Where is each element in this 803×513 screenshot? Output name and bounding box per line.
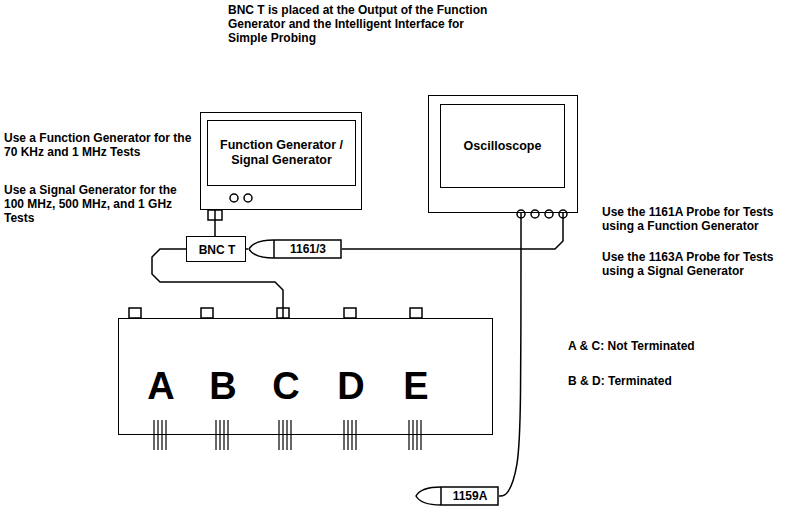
board-connector	[201, 308, 213, 318]
function-generator: Function Generator / Signal Generator	[200, 112, 362, 210]
cable	[342, 213, 563, 249]
cable	[152, 249, 283, 318]
node-label: Oscilloscope	[440, 104, 565, 188]
node-label: 1159A	[441, 486, 499, 506]
channel-letter: A	[147, 367, 174, 405]
cable	[499, 213, 521, 496]
channel-letter: B	[209, 367, 236, 405]
pin-stroke	[223, 420, 224, 450]
pin-stroke	[215, 420, 216, 450]
probe: 1159A	[415, 486, 499, 506]
cable	[214, 210, 216, 236]
pin-stroke	[347, 420, 348, 450]
pin-stroke	[290, 420, 291, 450]
channel-connector	[545, 210, 553, 218]
probe-collar	[273, 240, 275, 258]
pin-stroke	[420, 420, 421, 450]
board-connector	[129, 308, 141, 318]
channel-letter: D	[337, 367, 364, 405]
node-label: Function Generator / Signal Generator	[207, 120, 356, 186]
channel-connector	[531, 210, 539, 218]
note: Use a Function Generator for the 70 KHz …	[4, 131, 196, 159]
board-connectors	[129, 308, 422, 318]
knob	[230, 194, 238, 202]
node-label: 1161/3	[274, 239, 342, 259]
note: Use a Signal Generator for the 100 MHz, …	[4, 183, 196, 225]
probe-collar	[440, 487, 442, 505]
pin-stroke	[412, 420, 413, 450]
pin-stroke	[343, 420, 344, 450]
channel-letter: C	[272, 367, 299, 405]
pin-stroke	[153, 420, 154, 450]
pin-stroke	[161, 420, 162, 450]
pin-stroke	[355, 420, 356, 450]
pin-stroke	[219, 420, 220, 450]
interface-board: ABCD E	[118, 318, 493, 435]
knob	[244, 194, 252, 202]
pin-stroke	[165, 420, 166, 450]
note: BNC T is placed at the Output of the Fun…	[228, 3, 500, 45]
board-connector	[344, 308, 356, 318]
pin-stroke	[227, 420, 228, 450]
pin-stroke	[416, 420, 417, 450]
note: B & D: Terminated	[568, 374, 793, 388]
board-pins	[154, 420, 421, 450]
probe-body	[249, 240, 341, 258]
pin-stroke	[286, 420, 287, 450]
channel-letter: E	[403, 367, 428, 405]
oscilloscope: Oscilloscope	[428, 95, 578, 213]
pin-stroke	[408, 420, 409, 450]
bnc-tee: BNC T	[186, 236, 246, 262]
pin-stroke	[282, 420, 283, 450]
node-label: BNC T	[187, 237, 247, 263]
cable	[246, 248, 248, 250]
note: A & C: Not Terminated	[568, 339, 793, 353]
pin-stroke	[157, 420, 158, 450]
board-connector	[410, 308, 422, 318]
probe: 1161/3	[248, 239, 342, 259]
note: Use the 1161A Probe for Tests using a Fu…	[602, 205, 798, 233]
note: Use the 1163A Probe for Tests using a Si…	[602, 250, 798, 278]
pin-stroke	[351, 420, 352, 450]
probe-body	[416, 487, 498, 505]
pin-stroke	[278, 420, 279, 450]
